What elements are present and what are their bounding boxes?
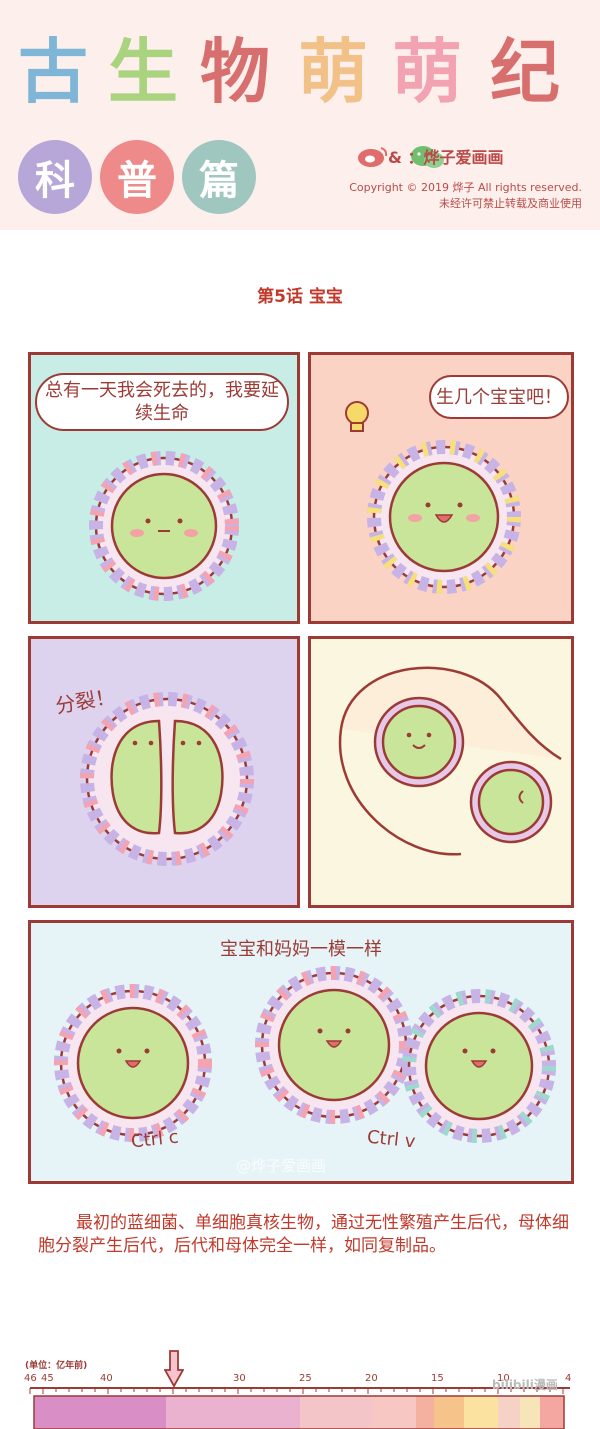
title-char-6: 纪 bbox=[490, 31, 560, 113]
subtitle-char-3: 篇 bbox=[182, 140, 256, 214]
wechat-icon bbox=[411, 146, 444, 168]
author-watermark: @烨子爱画画 bbox=[236, 1157, 327, 1175]
tick-40: 40 bbox=[100, 1373, 113, 1384]
tick-45: 45 bbox=[41, 1373, 54, 1384]
panel-4 bbox=[308, 636, 574, 908]
dividing-cell-illustration bbox=[80, 692, 254, 866]
panel-2: 生几个宝宝吧！ bbox=[308, 352, 574, 624]
timeline-bar bbox=[29, 1387, 570, 1429]
three-cells-illustration bbox=[54, 966, 556, 1143]
tick-30: 30 bbox=[233, 1373, 246, 1384]
title-char-3: 物 bbox=[200, 31, 270, 113]
weibo-icon bbox=[358, 147, 388, 167]
title-char-2: 生 bbox=[108, 31, 178, 113]
author-label: & ：烨子爱画画 bbox=[388, 148, 504, 167]
title-char-4: 萌 bbox=[298, 31, 368, 113]
timeline-unit-label: (单位：亿年前) bbox=[25, 1361, 88, 1371]
tick-4: 4 bbox=[565, 1373, 572, 1384]
arrow-down-icon bbox=[164, 1350, 184, 1388]
speech-bubble-2: 生几个宝宝吧！ bbox=[429, 375, 569, 419]
header-banner: 古 生 物 萌 萌 纪 科 普 篇 & ：烨子爱画画 Copyright © 2… bbox=[0, 0, 600, 230]
lightbulb-icon bbox=[341, 399, 371, 429]
tick-46: 46 bbox=[24, 1373, 37, 1384]
panel-1: 总有一天我会死去的，我要延续生命 bbox=[28, 352, 300, 624]
copyright: Copyright © 2019 烨子 All rights reserved.… bbox=[349, 180, 582, 212]
caption-same: 宝宝和妈妈一模一样 bbox=[220, 939, 382, 960]
cell-ring-illustration bbox=[89, 451, 239, 601]
copyright-line: Copyright © 2019 烨子 All rights reserved. bbox=[349, 181, 582, 194]
panel-3: 分裂！ bbox=[28, 636, 300, 908]
title-char-5: 萌 bbox=[392, 31, 462, 113]
two-cells-illustration bbox=[338, 666, 562, 856]
tick-10: 10 bbox=[497, 1373, 510, 1384]
speech-bubble-1: 总有一天我会死去的，我要延续生命 bbox=[35, 373, 289, 431]
tick-15: 15 bbox=[431, 1373, 444, 1384]
copyright-note: 未经许可禁止转载及商业使用 bbox=[439, 197, 582, 210]
subtitle-char-2: 普 bbox=[100, 140, 174, 214]
tick-20: 20 bbox=[365, 1373, 378, 1384]
title-char-1: 古 bbox=[18, 31, 88, 113]
episode-title: 第5话 宝宝 bbox=[257, 287, 343, 307]
tick-25: 25 bbox=[299, 1373, 312, 1384]
subtitle-char-1: 科 bbox=[18, 140, 92, 214]
panel-5: 宝宝和妈妈一模一样 Ctrl c Ctrl v @烨子爱画画 bbox=[28, 920, 574, 1184]
site-watermark: bilibili漫画 bbox=[492, 1378, 558, 1392]
description-text: 最初的蓝细菌、单细胞真核生物，通过无性繁殖产生后代，母体细胞分裂产生后代，后代和… bbox=[38, 1213, 569, 1256]
cell-ring-illustration bbox=[345, 401, 521, 594]
